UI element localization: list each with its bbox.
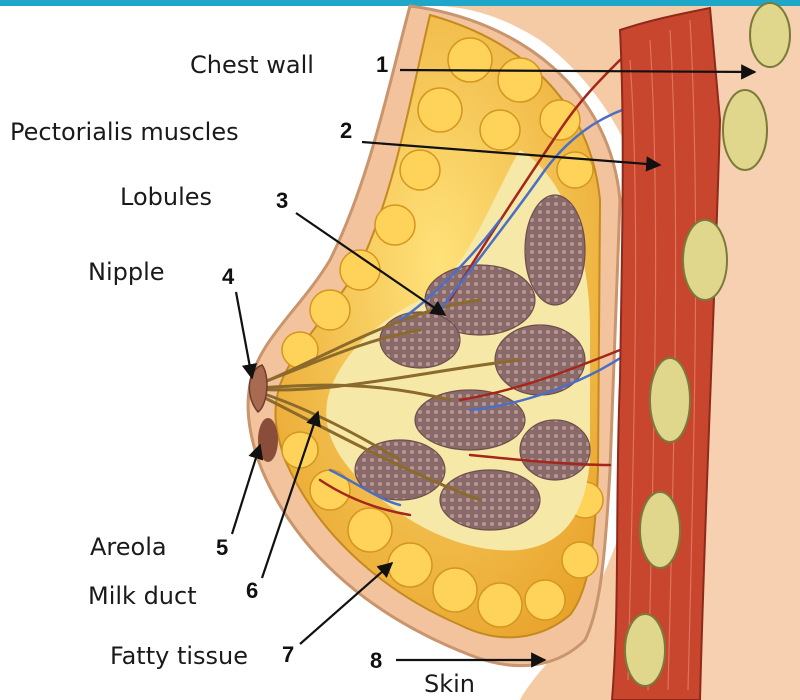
label-5: Areola 5	[90, 445, 260, 561]
label-5-text: Areola	[90, 533, 167, 561]
label-5-pointer	[232, 445, 260, 534]
pectoralis-muscle	[612, 8, 720, 700]
label-8-text: Skin	[424, 670, 475, 698]
label-5-number: 5	[216, 535, 228, 560]
label-2-text: Pectorialis muscles	[10, 118, 239, 146]
label-3-text: Lobules	[120, 183, 212, 211]
label-1-number: 1	[376, 52, 388, 77]
label-8-number: 8	[370, 648, 382, 673]
label-6-text: Milk duct	[88, 582, 197, 610]
top-frame-bar	[0, 0, 800, 6]
label-7-number: 7	[282, 642, 294, 667]
label-1-text: Chest wall	[190, 51, 314, 79]
label-6-number: 6	[246, 578, 258, 603]
label-4: Nipple 4	[88, 258, 252, 378]
label-3-number: 3	[276, 188, 288, 213]
label-2-number: 2	[340, 118, 352, 143]
areola	[258, 418, 278, 462]
label-4-text: Nipple	[88, 258, 165, 286]
label-4-number: 4	[222, 264, 235, 289]
label-7-text: Fatty tissue	[110, 642, 248, 670]
label-4-pointer	[236, 292, 252, 378]
